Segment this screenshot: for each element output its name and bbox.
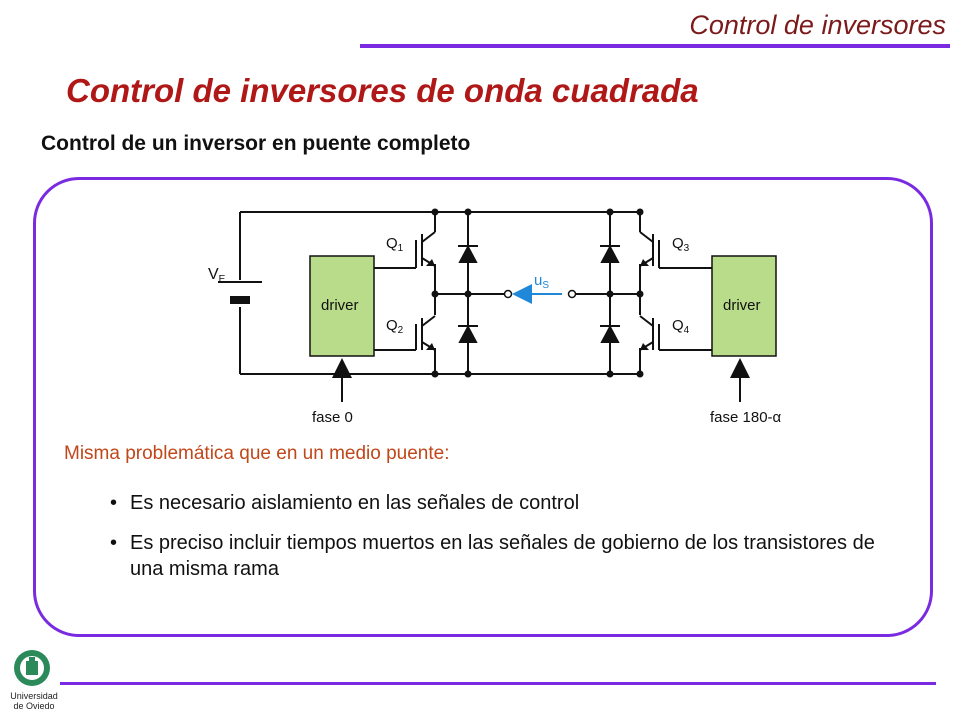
driver-right-box	[711, 255, 777, 357]
battery-short-plate	[230, 296, 250, 304]
bullet-dot: •	[110, 532, 118, 554]
driver-left-box	[309, 255, 375, 357]
q4-label: Q4	[672, 317, 690, 336]
header-divider	[360, 44, 950, 48]
driver-left-label: driver	[321, 297, 359, 314]
bullet-list: • Es necesario aislamiento en las señales…	[110, 490, 890, 596]
phase-left-label: fase 0	[312, 409, 353, 426]
university-logo-icon	[14, 650, 50, 686]
content-panel	[33, 177, 933, 637]
q1-label: Q1	[386, 235, 404, 254]
source-label: VE	[208, 266, 226, 285]
output-voltage-label: uS	[534, 272, 549, 291]
output-terminal-left	[503, 289, 513, 299]
list-item: • Es necesario aislamiento en las señales…	[110, 490, 890, 516]
q2-label: Q2	[386, 317, 404, 336]
bullet-dot: •	[110, 492, 118, 514]
list-item: • Es preciso incluir tiempos muertos en l…	[110, 530, 890, 582]
phase-right-label: fase 180-α	[710, 409, 782, 426]
bullet-text: Es preciso incluir tiempos muertos en la…	[130, 532, 875, 580]
slide-subtitle: Control de un inversor en puente complet…	[41, 132, 471, 155]
slide-title: Control de inversores de onda cuadrada	[66, 72, 699, 109]
driver-right-label: driver	[723, 297, 761, 314]
bullet-text: Es necesario aislamiento en las señales …	[130, 492, 580, 514]
q3-label: Q3	[672, 235, 690, 254]
header-title: Control de inversores	[689, 10, 946, 40]
footer-divider	[60, 682, 936, 685]
intro-text: Misma problemática que en un medio puent…	[64, 443, 450, 464]
output-terminal-right	[567, 289, 577, 299]
university-logo-text: Universidad de Oviedo	[10, 691, 58, 711]
full-bridge-circuit-diagram: VE driver driver Q1 Q2 Q3 Q4 uS fase 0 f…	[208, 208, 782, 426]
